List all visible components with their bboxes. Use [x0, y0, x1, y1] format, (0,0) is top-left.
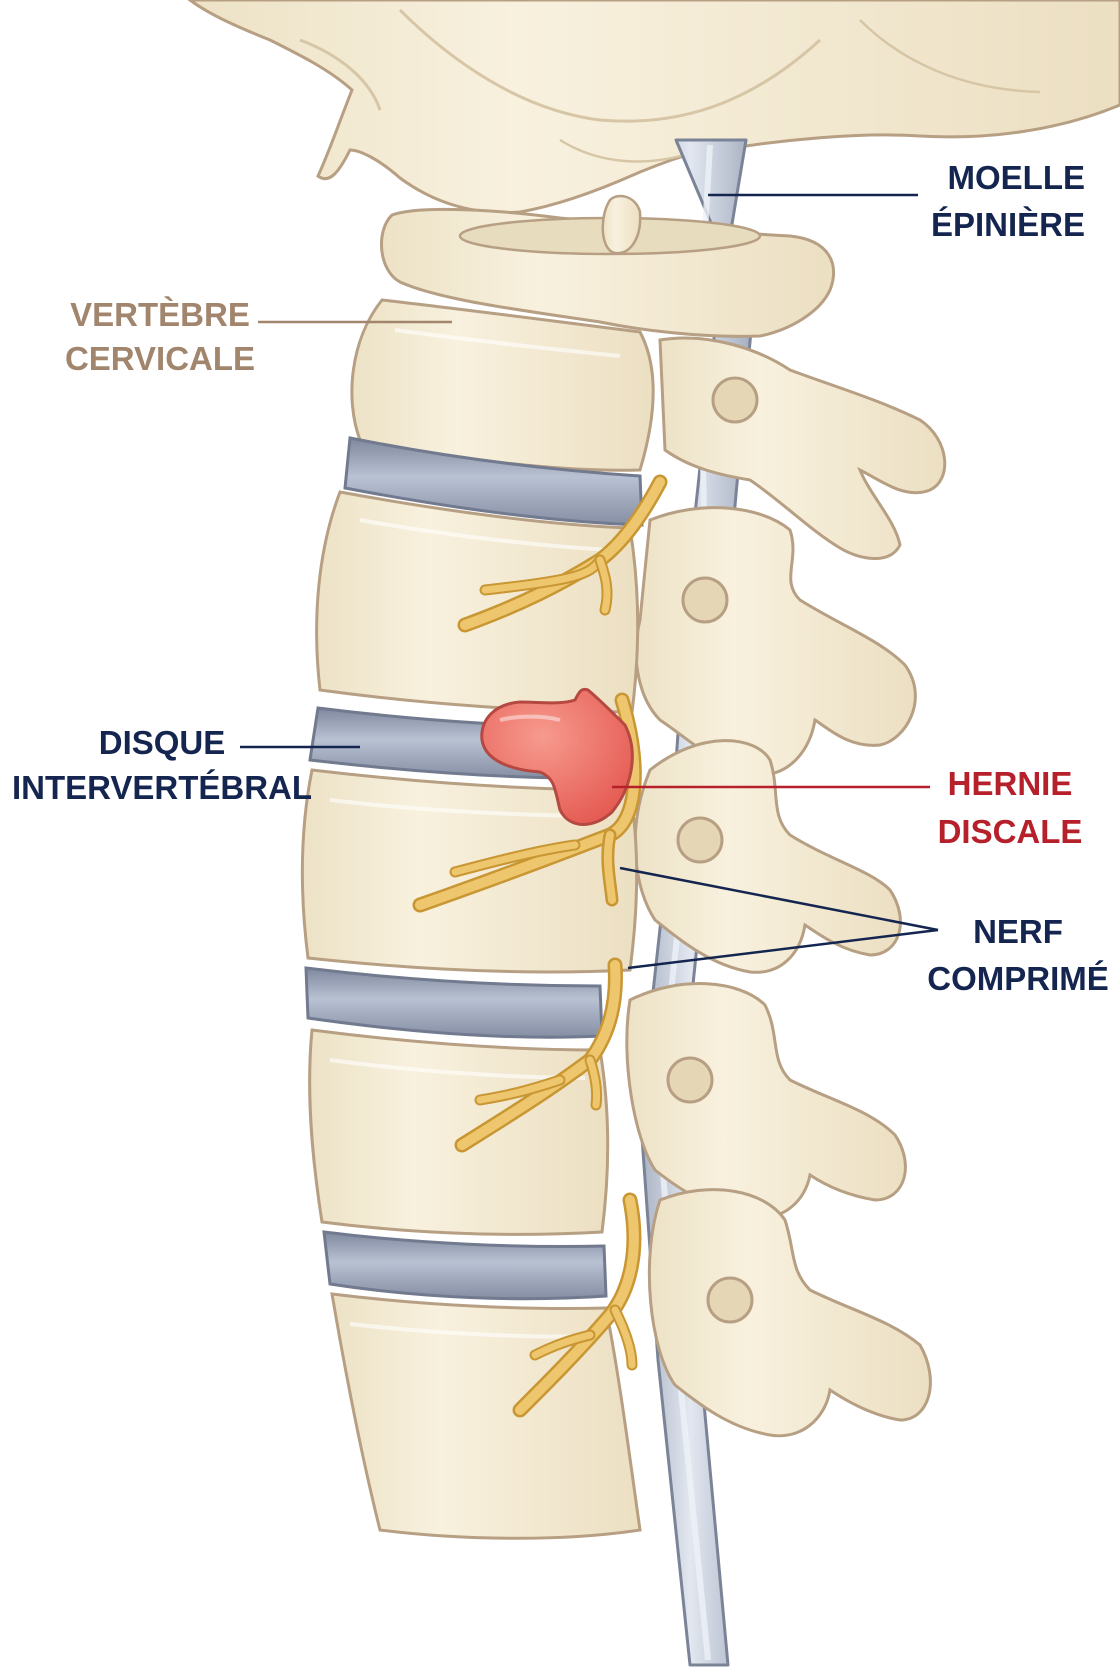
leader-line-compressed-nerve-b	[627, 928, 939, 970]
leader-line-compressed-nerve-a	[619, 866, 939, 932]
vertebra-c5	[308, 982, 907, 1236]
label-compressed-nerve-line-1: NERF	[973, 913, 1063, 950]
label-intervertebral-disc: DISQUE INTERVERTÉBRAL	[12, 724, 312, 806]
label-spinal-cord: MOELLE ÉPINIÈRE	[931, 159, 1085, 243]
vertebra-c6	[330, 1188, 932, 1540]
label-cervical-vertebra-line-1: VERTÈBRE	[70, 296, 250, 333]
label-intervertebral-disc-line-1: DISQUE	[99, 724, 226, 761]
label-herniated-disc: HERNIE DISCALE	[938, 765, 1083, 850]
vertebra-c2	[350, 298, 947, 560]
label-cervical-vertebra: VERTÈBRE CERVICALE	[65, 296, 255, 377]
label-compressed-nerve: NERF COMPRIMÉ	[927, 913, 1109, 997]
label-spinal-cord-line-2: ÉPINIÈRE	[931, 206, 1085, 243]
intervertebral-disc-3	[304, 966, 604, 1039]
leader-lines	[240, 193, 939, 970]
intervertebral-disc-4	[322, 1230, 608, 1301]
vertebra-c3	[315, 490, 917, 777]
label-spinal-cord-line-1: MOELLE	[948, 159, 1086, 196]
atlas-vertebra	[380, 194, 836, 338]
label-cervical-vertebra-line-2: CERVICALE	[65, 340, 255, 377]
label-compressed-nerve-line-2: COMPRIMÉ	[927, 960, 1109, 997]
label-herniated-disc-line-2: DISCALE	[938, 813, 1083, 850]
label-intervertebral-disc-line-2: INTERVERTÉBRAL	[12, 769, 312, 806]
nerve-roots	[412, 474, 668, 1418]
label-herniated-disc-line-1: HERNIE	[948, 765, 1073, 802]
herniated-disc	[480, 687, 634, 826]
